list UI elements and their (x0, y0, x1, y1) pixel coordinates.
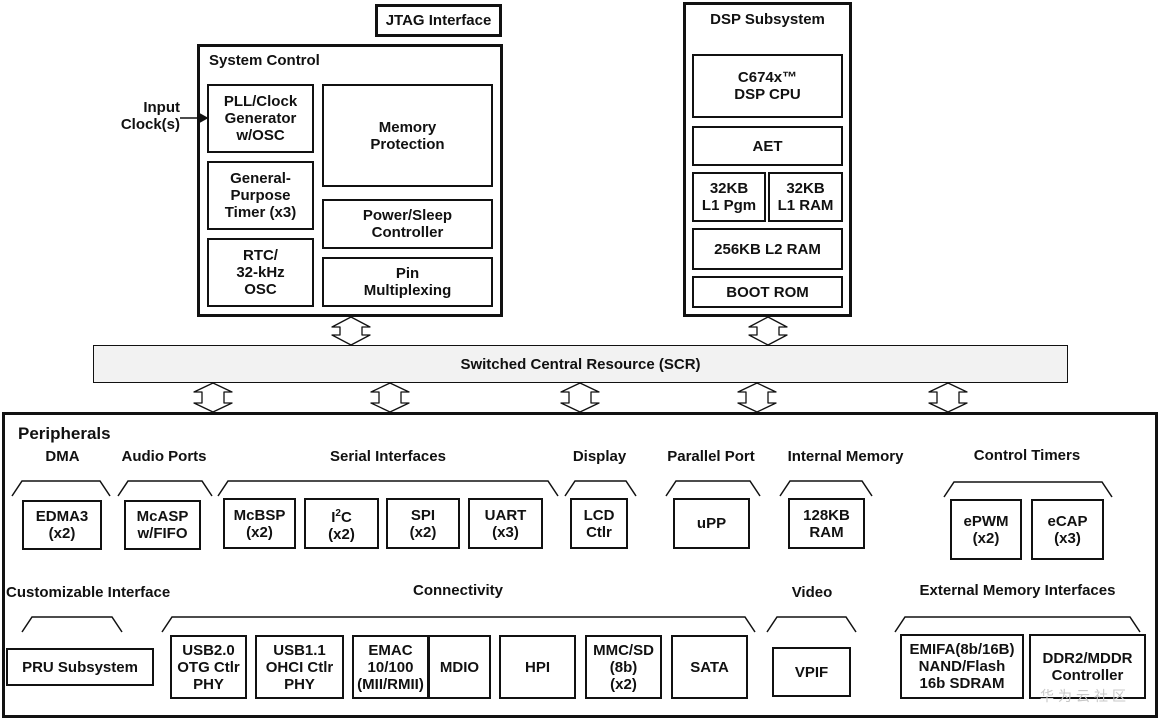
lcd-controller-block: LCD Ctlr (570, 498, 628, 549)
spi-block: SPI (x2) (386, 498, 460, 549)
uart-block: UART (x3) (468, 498, 543, 549)
pru-subsystem-block: PRU Subsystem (6, 648, 154, 686)
scr-peripherals-arrow-5 (928, 382, 968, 413)
i2c-block: I2C (x2) (304, 498, 379, 549)
scr-peripherals-arrow-4 (737, 382, 777, 413)
scr-peripherals-arrow-1 (193, 382, 233, 413)
system-control-scr-arrow (331, 316, 371, 346)
video-group-label: Video (791, 584, 833, 601)
emifa-block: EMIFA(8b/16B) NAND/Flash 16b SDRAM (900, 634, 1024, 699)
internal-ram-block: 128KB RAM (788, 498, 865, 549)
pll-clock-generator: PLL/Clock Generator w/OSC (207, 84, 314, 153)
mdio-block: MDIO (428, 635, 491, 699)
i2c-count: (x2) (328, 525, 355, 543)
internal-memory-group-label: Internal Memory (787, 448, 904, 465)
mmc-sd-block: MMC/SD (8b) (x2) (585, 635, 662, 699)
mcbsp-block: McBSP (x2) (223, 498, 296, 549)
input-clock-label: Input Clock(s) (120, 99, 180, 133)
control-timers-group-label: Control Timers (973, 447, 1081, 464)
usb11-block: USB1.1 OHCI Ctlr PHY (255, 635, 344, 699)
hpi-block: HPI (499, 635, 576, 699)
dsp-subsystem-title: DSP Subsystem (710, 11, 825, 28)
general-purpose-timer: General- Purpose Timer (x3) (207, 161, 314, 230)
dsp-scr-arrow (748, 316, 788, 346)
epwm-block: ePWM (x2) (950, 499, 1022, 560)
scr-peripherals-arrow-3 (560, 382, 600, 413)
system-control-title: System Control (209, 52, 320, 69)
display-group-label: Display (572, 448, 627, 465)
peripherals-title: Peripherals (18, 424, 111, 443)
l1-pgm: 32KB L1 Pgm (692, 172, 766, 222)
customizable-interface-group-label: Customizable Interface (6, 584, 171, 601)
emac-block: EMAC 10/100 (MII/RMII) (352, 635, 429, 699)
aet-block: AET (692, 126, 843, 166)
connectivity-group-label: Connectivity (412, 582, 503, 599)
l2-ram: 256KB L2 RAM (692, 228, 843, 270)
usb20-block: USB2.0 OTG Ctlr PHY (170, 635, 247, 699)
parallel-port-group-label: Parallel Port (667, 448, 755, 465)
external-memory-group-label: External Memory Interfaces (919, 582, 1116, 599)
mcasp-block: McASP w/FIFO (124, 500, 201, 550)
vpif-block: VPIF (772, 647, 851, 697)
dsp-cpu: C674x™ DSP CPU (692, 54, 843, 118)
ecap-block: eCAP (x3) (1031, 499, 1104, 560)
jtag-interface-block: JTAG Interface (375, 4, 502, 37)
switched-central-resource: Switched Central Resource (SCR) (93, 345, 1068, 383)
power-sleep-controller: Power/Sleep Controller (322, 199, 493, 249)
l1-ram: 32KB L1 RAM (768, 172, 843, 222)
audio-ports-group-label: Audio Ports (121, 448, 207, 465)
watermark-text: 华为云社区 (1040, 688, 1130, 704)
serial-interfaces-group-label: Serial Interfaces (330, 448, 446, 465)
ddr2-mddr-controller-block: DDR2/MDDR Controller (1029, 634, 1146, 699)
dma-group-label: DMA (45, 448, 80, 465)
boot-rom: BOOT ROM (692, 276, 843, 308)
upp-block: uPP (673, 498, 750, 549)
sata-block: SATA (671, 635, 748, 699)
edma3-block: EDMA3 (x2) (22, 500, 102, 550)
i2c-name: I2C (331, 507, 352, 526)
memory-protection: Memory Protection (322, 84, 493, 187)
scr-peripherals-arrow-2 (370, 382, 410, 413)
pin-multiplexing: Pin Multiplexing (322, 257, 493, 307)
rtc-osc: RTC/ 32-kHz OSC (207, 238, 314, 307)
